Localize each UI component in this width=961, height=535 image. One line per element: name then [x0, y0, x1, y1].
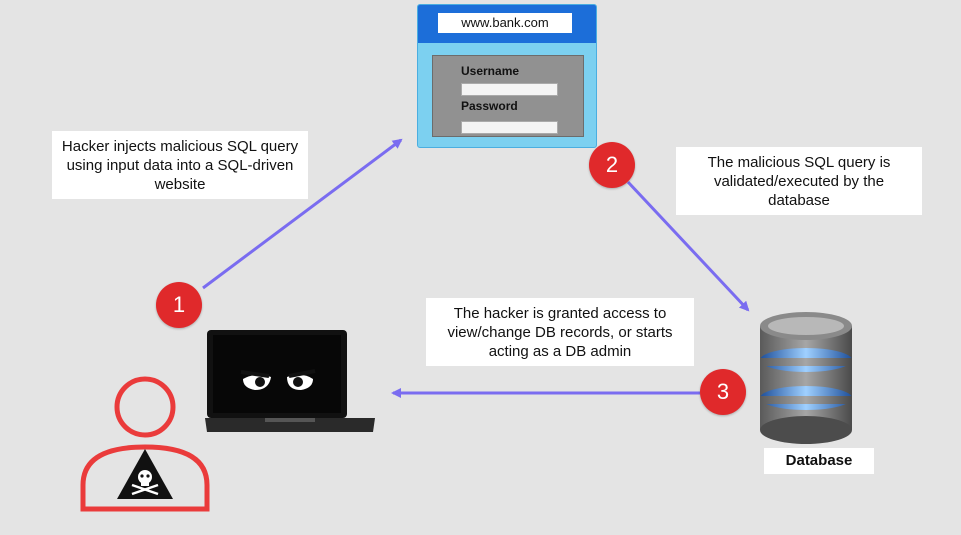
- arrow-website-to-database: [626, 180, 750, 312]
- url-bar: www.bank.com: [438, 13, 572, 33]
- laptop-icon: [205, 330, 375, 432]
- username-label: Username: [461, 64, 520, 78]
- step-2-badge: 2: [589, 142, 635, 188]
- browser-title-bar: www.bank.com: [418, 5, 596, 43]
- step-1-badge: 1: [156, 282, 202, 328]
- password-field: [461, 121, 558, 134]
- bank-website-window: www.bank.com Username Password: [417, 4, 597, 148]
- step-3-description: The hacker is granted access to view/cha…: [426, 298, 694, 366]
- step-2-description: The malicious SQL query is validated/exe…: [676, 147, 922, 215]
- database-icon: [760, 312, 852, 444]
- hacker-icon: [80, 376, 210, 512]
- arrow-hacker-to-website: [202, 138, 403, 290]
- step-3-badge: 3: [700, 369, 746, 415]
- login-form: Username Password: [432, 55, 584, 137]
- password-label: Password: [461, 99, 518, 113]
- username-field: [461, 83, 558, 96]
- database-label: Database: [764, 448, 874, 474]
- skull-crossbones-icon: [131, 470, 159, 496]
- step-1-description: Hacker injects malicious SQL query using…: [52, 131, 308, 199]
